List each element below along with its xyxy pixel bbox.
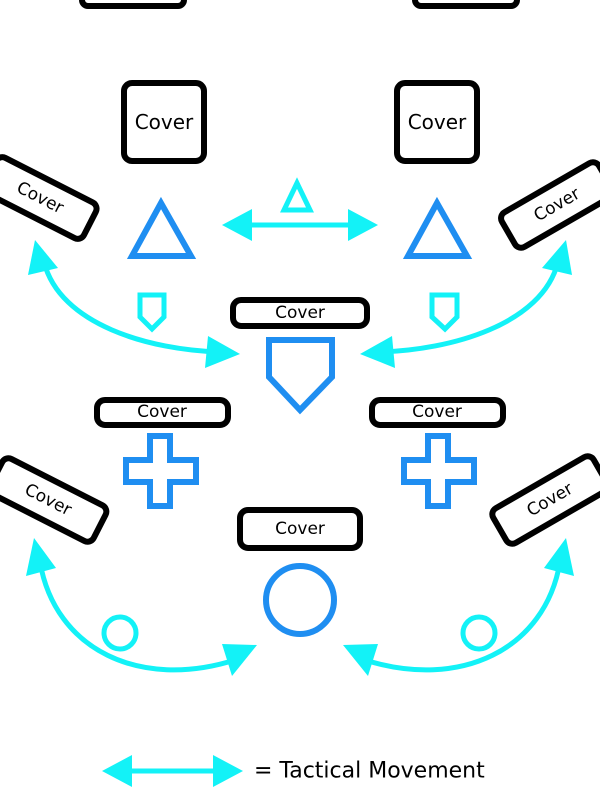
cover-label: Cover <box>135 110 194 134</box>
movement-upper-right-curve <box>360 240 572 368</box>
cover-label: Cover <box>275 519 325 539</box>
cross-unit-icon <box>401 433 477 509</box>
cover-angled-upper-left: Cover <box>0 154 100 242</box>
triangle-unit-icon <box>402 196 473 259</box>
circle-small-icon <box>101 614 139 652</box>
double-arrow-icon <box>102 755 243 787</box>
cover-bar-left: Cover <box>94 397 231 428</box>
legend-label: = Tactical Movement <box>254 759 485 784</box>
cover-top-left-partial <box>79 0 187 9</box>
cover-angled-lower-right: Cover <box>489 453 600 547</box>
triangle-unit-icon <box>126 196 197 259</box>
cover-bar-bottom: Cover <box>237 507 363 551</box>
cover-label: Cover <box>408 110 467 134</box>
cover-label: Cover <box>275 303 325 323</box>
cover-square-right: Cover <box>394 80 480 164</box>
triangle-small-icon <box>280 177 314 213</box>
shield-unit-icon <box>266 337 335 415</box>
movement-lower-left-curve <box>26 538 257 676</box>
shield-small-icon <box>429 292 460 333</box>
movement-top-horizontal <box>222 209 378 241</box>
cover-label: Cover <box>412 402 462 422</box>
movement-upper-left-curve <box>28 240 240 368</box>
movement-lower-right-curve <box>343 538 574 676</box>
cross-unit-icon <box>123 433 199 509</box>
cover-label: Cover <box>137 402 187 422</box>
cover-bar-right: Cover <box>369 397 506 428</box>
shield-small-icon <box>137 292 167 333</box>
circle-unit-icon <box>263 563 337 637</box>
cover-square-left: Cover <box>121 80 207 164</box>
cover-angled-lower-left: Cover <box>0 455 110 545</box>
legend: = Tactical Movement <box>102 755 485 787</box>
cover-bar-center: Cover <box>230 297 370 329</box>
cover-angled-upper-right: Cover <box>498 159 600 251</box>
circle-small-icon <box>460 614 498 652</box>
cover-top-right-partial <box>412 0 520 9</box>
